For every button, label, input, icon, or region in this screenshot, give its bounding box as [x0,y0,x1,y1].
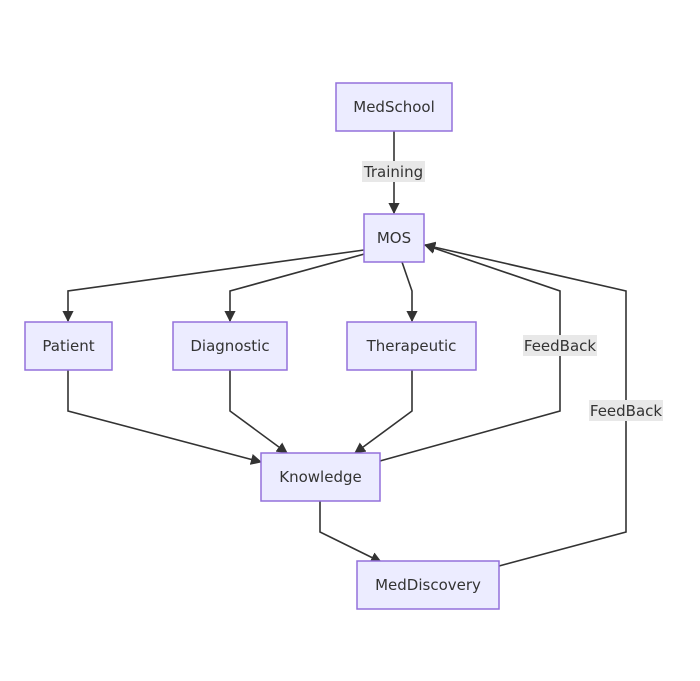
edge-mos-therapeutic [401,261,418,323]
edge-mos-diagnostic [224,252,369,323]
node-meddiscovery-label: MedDiscovery [375,576,481,594]
edge-label-training: Training [362,161,425,182]
edge-label-feedback-knowledge: FeedBack [523,335,597,356]
node-knowledge-label: Knowledge [279,468,361,486]
edge-label-feedback-knowledge-text: FeedBack [524,337,597,355]
edge-mos-patient [62,249,365,323]
node-mos-label: MOS [377,229,411,247]
node-mos[interactable]: MOS [363,213,425,263]
edge-label-training-text: Training [363,163,423,181]
node-patient-label: Patient [42,337,94,355]
node-knowledge[interactable]: Knowledge [260,452,381,502]
edge-patient-knowledge [67,370,263,465]
edge-label-feedback-discovery: FeedBack [589,400,663,421]
node-diagnostic-label: Diagnostic [190,337,269,355]
node-patient[interactable]: Patient [24,321,113,371]
node-therapeutic[interactable]: Therapeutic [346,321,477,371]
node-medschool[interactable]: MedSchool [335,82,453,132]
edge-knowledge-meddiscovery [319,501,383,563]
edge-therapeutic-knowledge [354,370,413,454]
node-medschool-label: MedSchool [353,98,435,116]
node-therapeutic-label: Therapeutic [366,337,457,355]
node-diagnostic[interactable]: Diagnostic [172,321,288,371]
edge-label-feedback-discovery-text: FeedBack [590,402,663,420]
node-meddiscovery[interactable]: MedDiscovery [356,560,500,610]
edge-diagnostic-knowledge [229,370,288,454]
